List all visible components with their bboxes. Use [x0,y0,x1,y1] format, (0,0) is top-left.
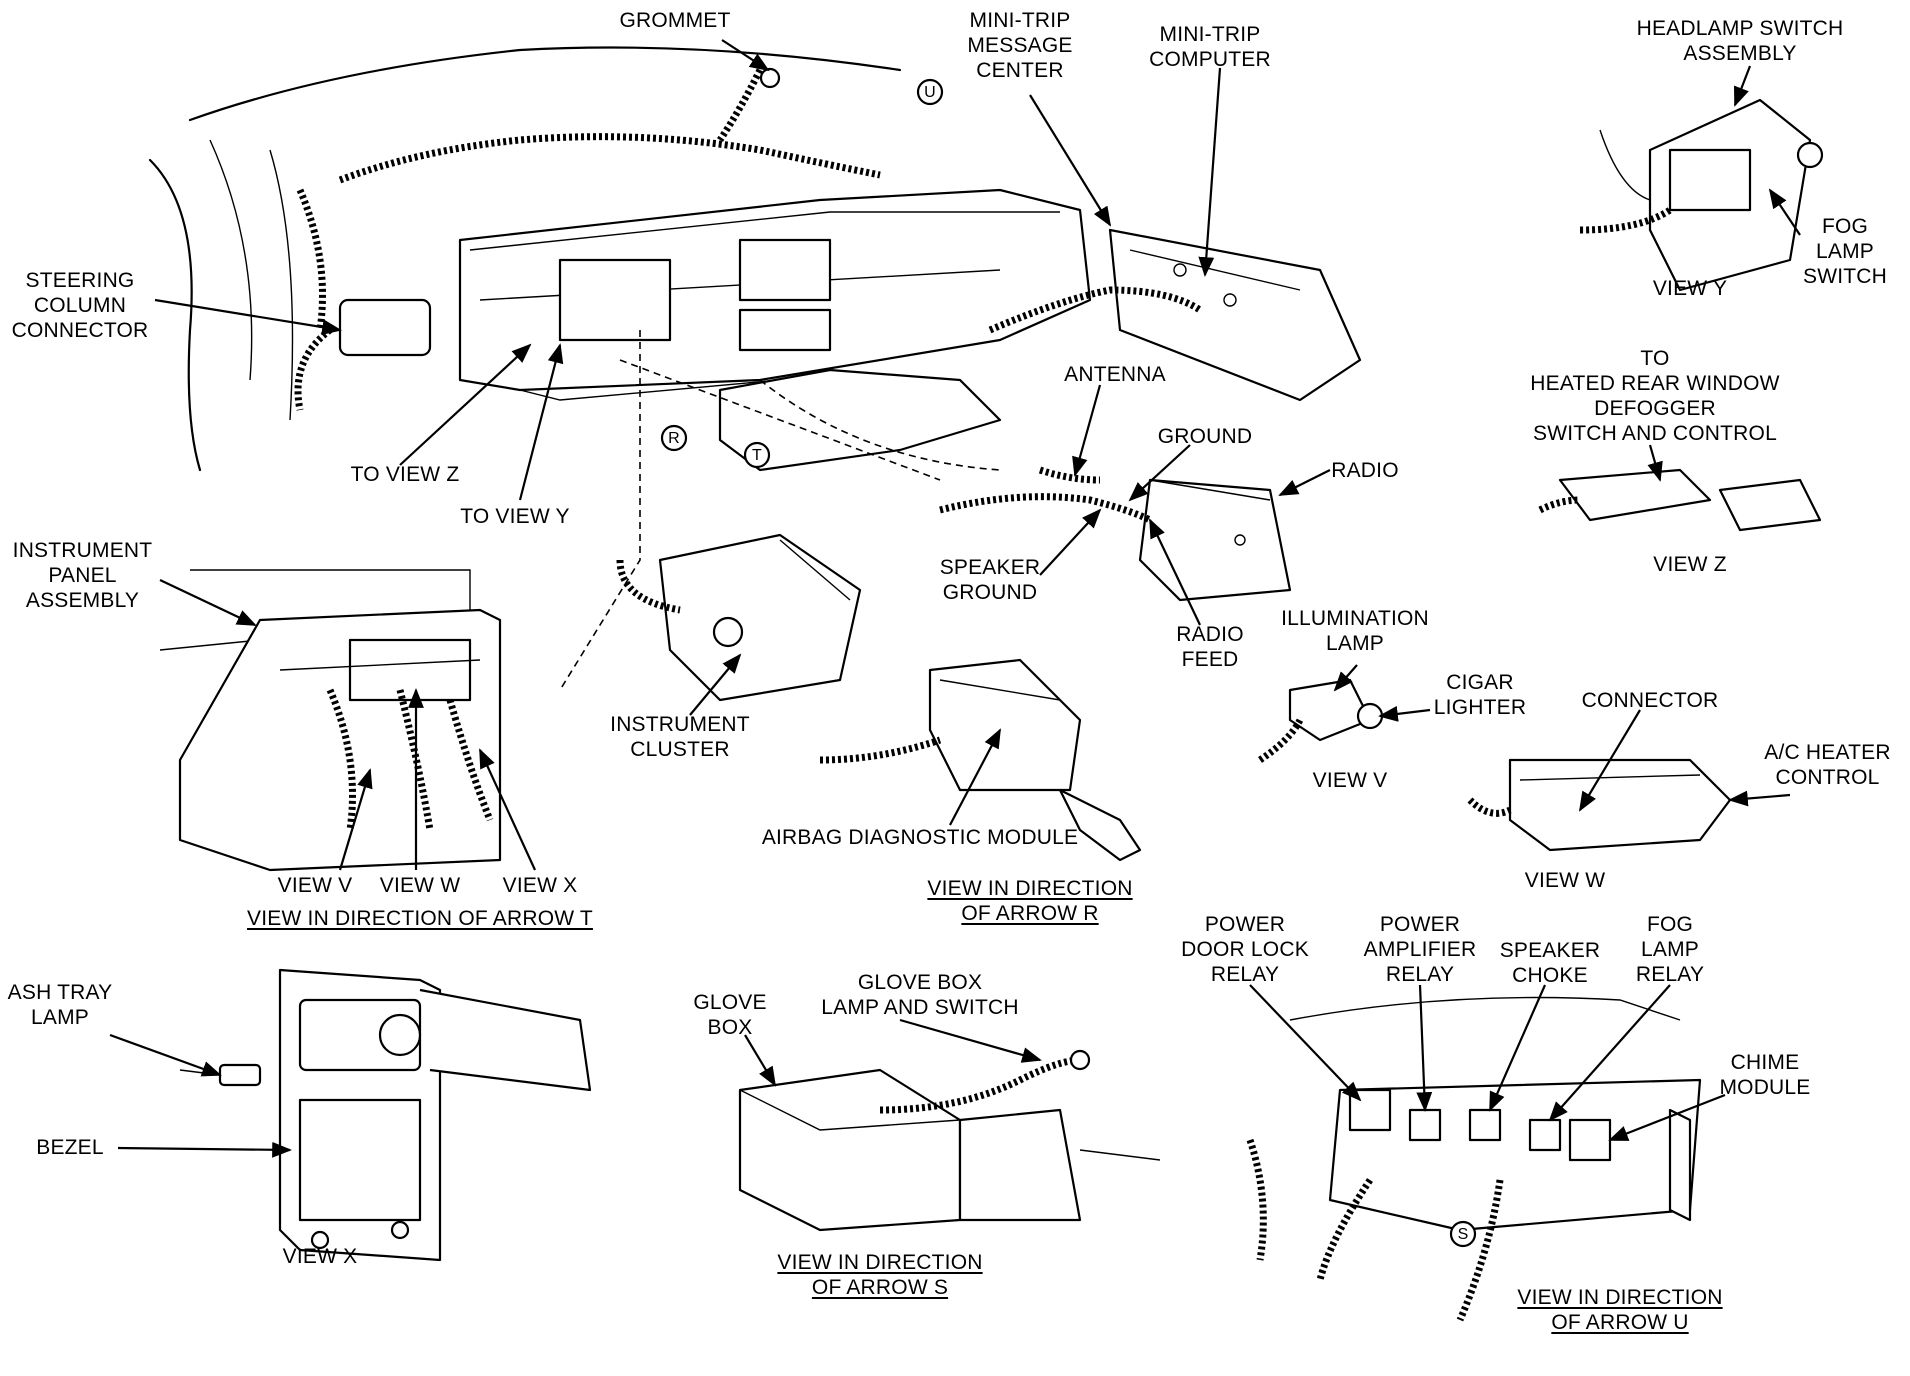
view-t-drawing [159,569,502,872]
label-view-z: VIEW Z [1653,553,1727,576]
label-view-direction-arrow-u: VIEW IN DIRECTION OF ARROW U [1517,1286,1723,1334]
glove-box-drawing [738,1049,1161,1232]
label-view-w: VIEW W [379,874,461,897]
label-view-direction-arrow-s: VIEW IN DIRECTION OF ARROW S [777,1251,983,1299]
main-dashboard-drawing [148,46,1362,691]
view-w-drawing [1467,758,1732,852]
label-power-amplifier-relay: POWER AMPLIFIER RELAY [1363,913,1477,986]
label-radio-feed: RADIO FEED [1176,623,1244,671]
view-u-drawing [1246,996,1702,1322]
radio-drawing [939,466,1292,602]
label-instrument-cluster: INSTRUMENT CLUSTER [610,713,750,761]
label-glove-box: GLOVE BOX [693,991,767,1039]
label-fog-lamp-relay: FOG LAMP RELAY [1635,913,1705,986]
label-view-v: VIEW V [277,874,353,897]
label-mini-trip-computer: MINI-TRIP COMPUTER [1149,23,1271,71]
view-x-drawing [179,968,592,1262]
label-view-direction-arrow-t: VIEW IN DIRECTION OF ARROW T [247,907,593,930]
label-glove-box-lamp-switch: GLOVE BOX LAMP AND SWITCH [821,971,1019,1019]
label-fog-lamp-switch: FOG LAMP SWITCH [1802,215,1888,288]
label-view-direction-arrow-r: VIEW IN DIRECTION OF ARROW R [927,877,1133,925]
view-v-drawing [1258,678,1384,763]
label-bezel: BEZEL [36,1136,104,1159]
label-antenna: ANTENNA [1064,363,1166,386]
label-airbag-diagnostic-module: AIRBAG DIAGNOSTIC MODULE [761,826,1079,849]
label-ground: GROUND [1157,425,1253,448]
label-illumination-lamp: ILLUMINATION LAMP [1281,607,1429,655]
airbag-module-drawing [819,658,1142,862]
leader-arrows [109,39,1801,1158]
label-ac-heater-control: A/C HEATER CONTROL [1764,741,1891,789]
label-to-view-y: TO VIEW Y [460,505,570,528]
label-speaker-ground: SPEAKER GROUND [939,556,1041,604]
view-z-drawing [1538,468,1822,532]
label-speaker-choke: SPEAKER CHOKE [1499,939,1601,987]
label-radio: RADIO [1331,459,1399,482]
label-mini-trip-message-center: MINI-TRIP MESSAGE CENTER [967,9,1073,82]
marker-s: S [1457,1226,1469,1243]
marker-u: U [924,84,936,101]
view-y-drawing [1579,98,1824,292]
label-chime-module: CHIME MODULE [1719,1051,1811,1099]
label-view-w-ac: VIEW W [1524,869,1606,892]
label-headlamp-switch-assembly: HEADLAMP SWITCH ASSEMBLY [1636,17,1844,65]
label-instrument-panel-assembly: INSTRUMENT PANEL ASSEMBLY [12,539,153,612]
instrument-cluster-drawing [616,533,862,702]
label-heated-rear-window-defogger: TO HEATED REAR WINDOW DEFOGGER SWITCH AN… [1530,347,1780,445]
marker-t: T [752,447,762,464]
label-to-view-z: TO VIEW Z [350,463,460,486]
label-view-v-cigar: VIEW V [1312,769,1388,792]
marker-r: R [668,430,680,447]
label-connector: CONNECTOR [1581,689,1719,712]
label-cigar-lighter: CIGAR LIGHTER [1433,671,1527,719]
label-grommet: GROMMET [619,9,731,32]
label-view-y: VIEW Y [1652,277,1728,300]
label-steering-column-connector: STEERING COLUMN CONNECTOR [11,269,149,342]
label-power-door-lock-relay: POWER DOOR LOCK RELAY [1181,913,1309,986]
label-view-x: VIEW X [502,874,578,897]
label-ash-tray-lamp: ASH TRAY LAMP [7,981,113,1029]
label-view-x-bottom: VIEW X [282,1245,358,1268]
